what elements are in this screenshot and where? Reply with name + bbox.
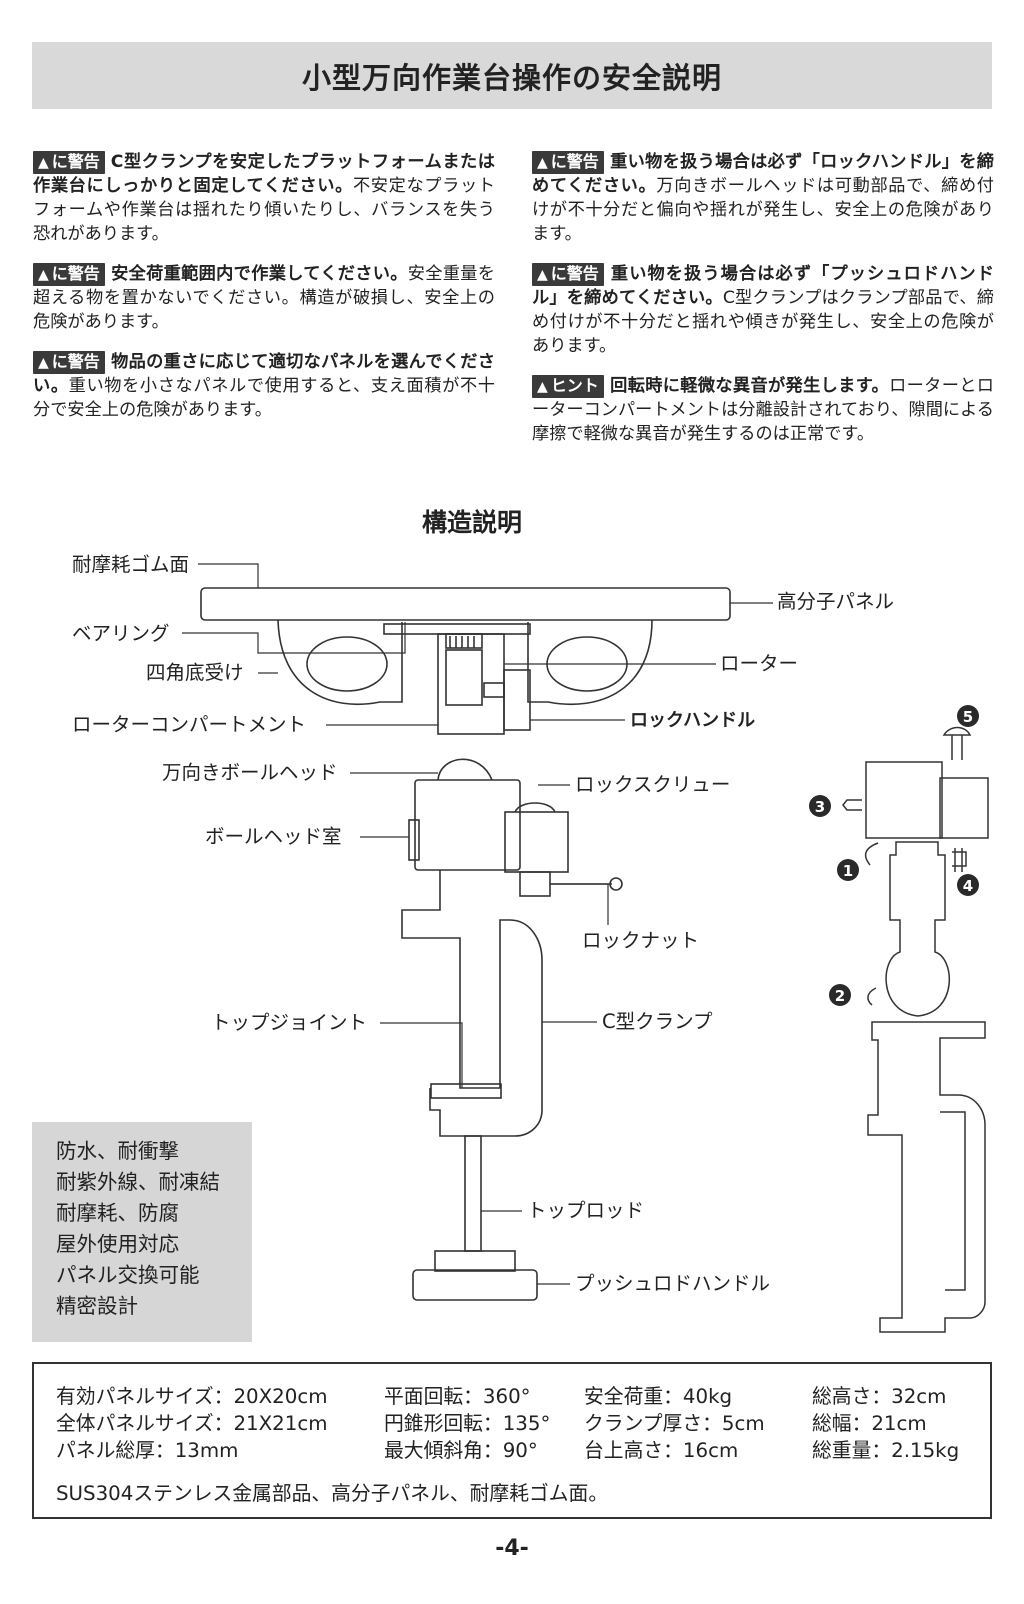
- rotate-arrow-1: [864, 842, 879, 866]
- spec-value: 台上高さ：16cm: [584, 1439, 739, 1462]
- ball-head-shape: [437, 758, 493, 781]
- page-number: -4-: [495, 1536, 529, 1561]
- spec-box: 有効パネルサイズ：20X20cm 平面回転：360° 安全荷重：40kg 総高さ…: [32, 1362, 992, 1519]
- warning-badge: ▲に警告: [532, 263, 604, 286]
- step-marker-2: 2: [829, 984, 851, 1006]
- bearing-teeth: [445, 633, 483, 649]
- feature-item: 屋外使用対応: [56, 1232, 179, 1256]
- warning-notice: ▲に警告安全荷重範囲内で作業してください。安全重量を超える物を置かないでください…: [33, 263, 495, 332]
- warning-triangle-icon: ▲: [38, 355, 49, 371]
- structure-title: 構造説明: [421, 508, 522, 537]
- lock-nut-knob: [609, 877, 623, 891]
- step-marker-4: 4: [957, 874, 979, 896]
- warning-notice: ▲に警告物品の重さに応じて適切なパネルを選んでください。重い物を小さなパネルで使…: [33, 351, 495, 420]
- label-top-rod: トップロッド: [527, 1199, 645, 1222]
- label-rotor-compartment: ローターコンパートメント: [72, 713, 307, 736]
- push-rod-handle-shape: [412, 1269, 538, 1301]
- label-bearing: ベアリング: [72, 622, 170, 645]
- step-marker-1: 1: [837, 859, 859, 881]
- label-square-base: 四角底受け: [146, 661, 244, 684]
- warning-badge: ▲に警告: [532, 151, 604, 174]
- spec-value: 総幅：21cm: [812, 1412, 927, 1435]
- feature-item: パネル交換可能: [56, 1263, 200, 1287]
- title-bar: 小型万向作業台操作の安全説明: [32, 42, 992, 109]
- hint-triangle-icon: ▲: [537, 379, 548, 395]
- spec-value: 有効パネルサイズ：20X20cm: [56, 1385, 328, 1408]
- label-lock-handle: ロックハンドル: [630, 710, 756, 731]
- warning-triangle-icon: ▲: [537, 155, 548, 171]
- spec-note: SUS304ステンレス金属部品、高分子パネル、耐摩耗ゴム面。: [56, 1482, 609, 1505]
- page-title: 小型万向作業台操作の安全説明: [301, 60, 722, 95]
- left-oval: [306, 636, 388, 692]
- svg-text:2: 2: [835, 987, 845, 1005]
- label-lock-nut: ロックナット: [582, 929, 700, 952]
- ball-chamber-shape: [414, 779, 521, 871]
- label-push-rod-handle: プッシュロドハンドル: [575, 1272, 771, 1295]
- warning-triangle-icon: ▲: [38, 267, 49, 283]
- spec-value: 円錐形回転：135°: [384, 1412, 551, 1435]
- spec-value: 総高さ：32cm: [812, 1385, 947, 1408]
- spec-value: 平面回転：360°: [384, 1385, 531, 1408]
- label-ball-chamber: ボールヘッド室: [205, 825, 342, 848]
- square-base-shape: [277, 619, 653, 706]
- feature-item: 耐紫外線、耐凍結: [56, 1170, 220, 1194]
- warning-badge: ▲に警告: [33, 351, 105, 374]
- exploded-pin-4: [952, 848, 967, 872]
- exploded-view-drawing: [842, 726, 989, 1333]
- exploded-c-clamp: [867, 1021, 986, 1333]
- step-marker-3: 3: [809, 795, 831, 817]
- exploded-screw-3: [842, 799, 862, 811]
- svg-text:4: 4: [963, 877, 973, 895]
- exploded-ball-head: [885, 841, 951, 1017]
- warning-triangle-icon: ▲: [38, 155, 49, 171]
- warning-triangle-icon: ▲: [537, 267, 548, 283]
- exploded-screw-5: [942, 726, 972, 760]
- features-box: 防水、耐衝撃 耐紫外線、耐凍結 耐摩耗、防腐 屋外使用対応 パネル交換可能 精密…: [32, 1122, 252, 1342]
- label-rotor: ローター: [720, 652, 799, 675]
- top-joint-shape: [430, 1083, 502, 1099]
- feature-item: 耐摩耗、防腐: [56, 1201, 179, 1225]
- panel-shape: [200, 587, 731, 621]
- rotor-shape: [445, 649, 483, 706]
- ball-chamber-side: [408, 819, 420, 861]
- label-top-joint: トップジョイント: [211, 1011, 368, 1034]
- exploded-compartment: [865, 761, 943, 839]
- svg-text:3: 3: [815, 798, 825, 816]
- push-rod-cap: [434, 1250, 516, 1272]
- warning-badge: ▲に警告: [33, 263, 105, 286]
- feature-item: 防水、耐衝撃: [56, 1139, 179, 1163]
- warning-badge: ▲に警告: [33, 151, 105, 174]
- warning-notice: ▲に警告重い物を扱う場合は必ず「ロックハンドル」を締めてください。万向きボールヘ…: [532, 151, 994, 244]
- hint-notice: ▲ヒント回転時に軽微な異音が発生します。ローターとローターコンパートメントは分離…: [532, 375, 994, 444]
- label-ball-head: 万向きボールヘッド: [162, 761, 338, 784]
- spec-value: パネル総厚：13mm: [56, 1439, 239, 1462]
- label-c-clamp: C型クランプ: [602, 1010, 713, 1033]
- exploded-knob-block: [939, 777, 989, 839]
- label-lock-screw: ロックスクリュー: [575, 773, 731, 796]
- spec-value: 全体パネルサイズ：21X21cm: [56, 1412, 328, 1435]
- spec-value: クランプ厚さ：5cm: [584, 1412, 765, 1435]
- step-marker-5: 5: [957, 705, 979, 727]
- lock-handle-knob: [503, 669, 531, 731]
- label-rubber: 耐摩耗ゴム面: [72, 553, 190, 576]
- warnings-right-column: ▲に警告重い物を扱う場合は必ず「ロックハンドル」を締めてください。万向きボールヘ…: [532, 150, 994, 462]
- warning-notice: ▲に警告重い物を扱う場合は必ず「プッシュロドハンドル」を締めてください。C型クラ…: [532, 263, 994, 356]
- svg-text:5: 5: [963, 708, 973, 726]
- hint-badge: ▲ヒント: [532, 375, 604, 398]
- svg-text:1: 1: [843, 862, 853, 880]
- label-panel: 高分子パネル: [777, 590, 895, 613]
- spec-value: 総重量：2.15kg: [812, 1439, 960, 1462]
- feature-item: 精密設計: [56, 1294, 138, 1318]
- rotate-arrow-2: [867, 987, 877, 1006]
- spec-value: 安全荷重：40kg: [584, 1385, 733, 1408]
- c-clamp-shape: [401, 870, 543, 1137]
- spec-value: 最大傾斜角：90°: [384, 1439, 538, 1462]
- leader-lines: [182, 563, 773, 1285]
